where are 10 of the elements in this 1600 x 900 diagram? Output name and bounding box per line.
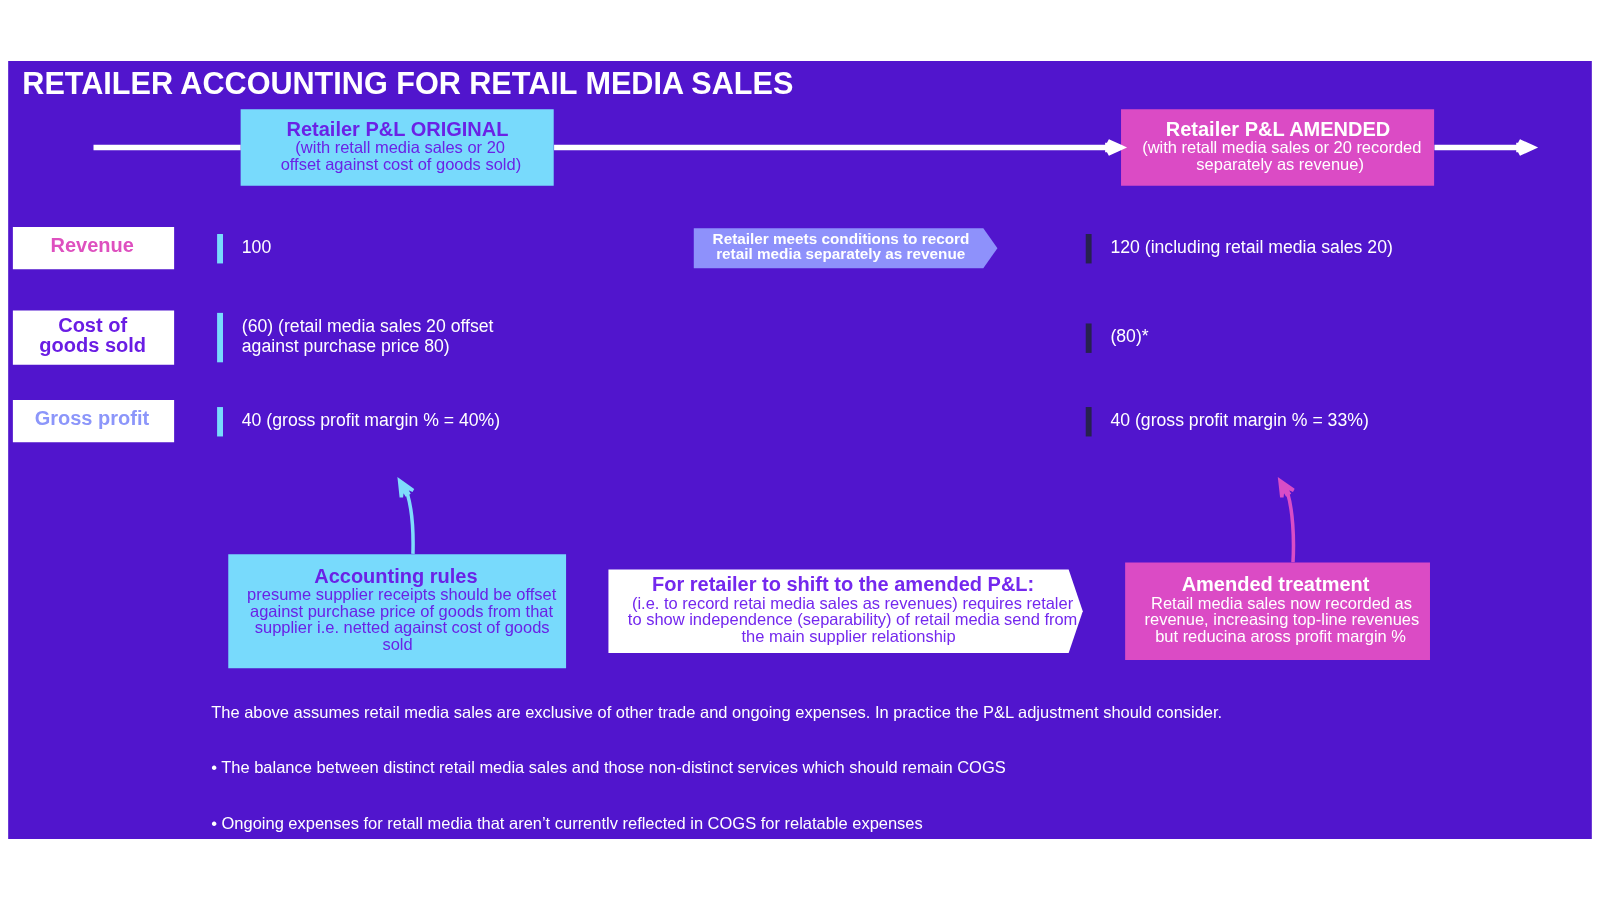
diagram-title: RETAILER ACCOUNTING FOR RETAIL MEDIA SALES	[22, 65, 794, 100]
label: (60) (retail media sales 20 offset against purchase price 80)	[241, 315, 494, 356]
label: 40 (gross profit margin % = 33%)	[1110, 409, 1369, 430]
label: • Ongoing expenses for retall media that aren’t currentlv reflected in COGS for relatable expenses	[211, 813, 923, 832]
label: • The balance between distinct retail media sales and those non-distinct services which should remain COGS	[211, 758, 1006, 777]
label: (80)*	[1110, 326, 1149, 347]
label: The above assumes retail media sales are exclusive of other trade and ongoing expenses. In practice the P&L adjustment should consider.	[211, 703, 1223, 721]
label: 120 (including retail media sales 20)	[1110, 236, 1393, 257]
label: 100	[241, 236, 272, 257]
label: 40 (gross profit margin % = 40%)	[241, 409, 501, 430]
